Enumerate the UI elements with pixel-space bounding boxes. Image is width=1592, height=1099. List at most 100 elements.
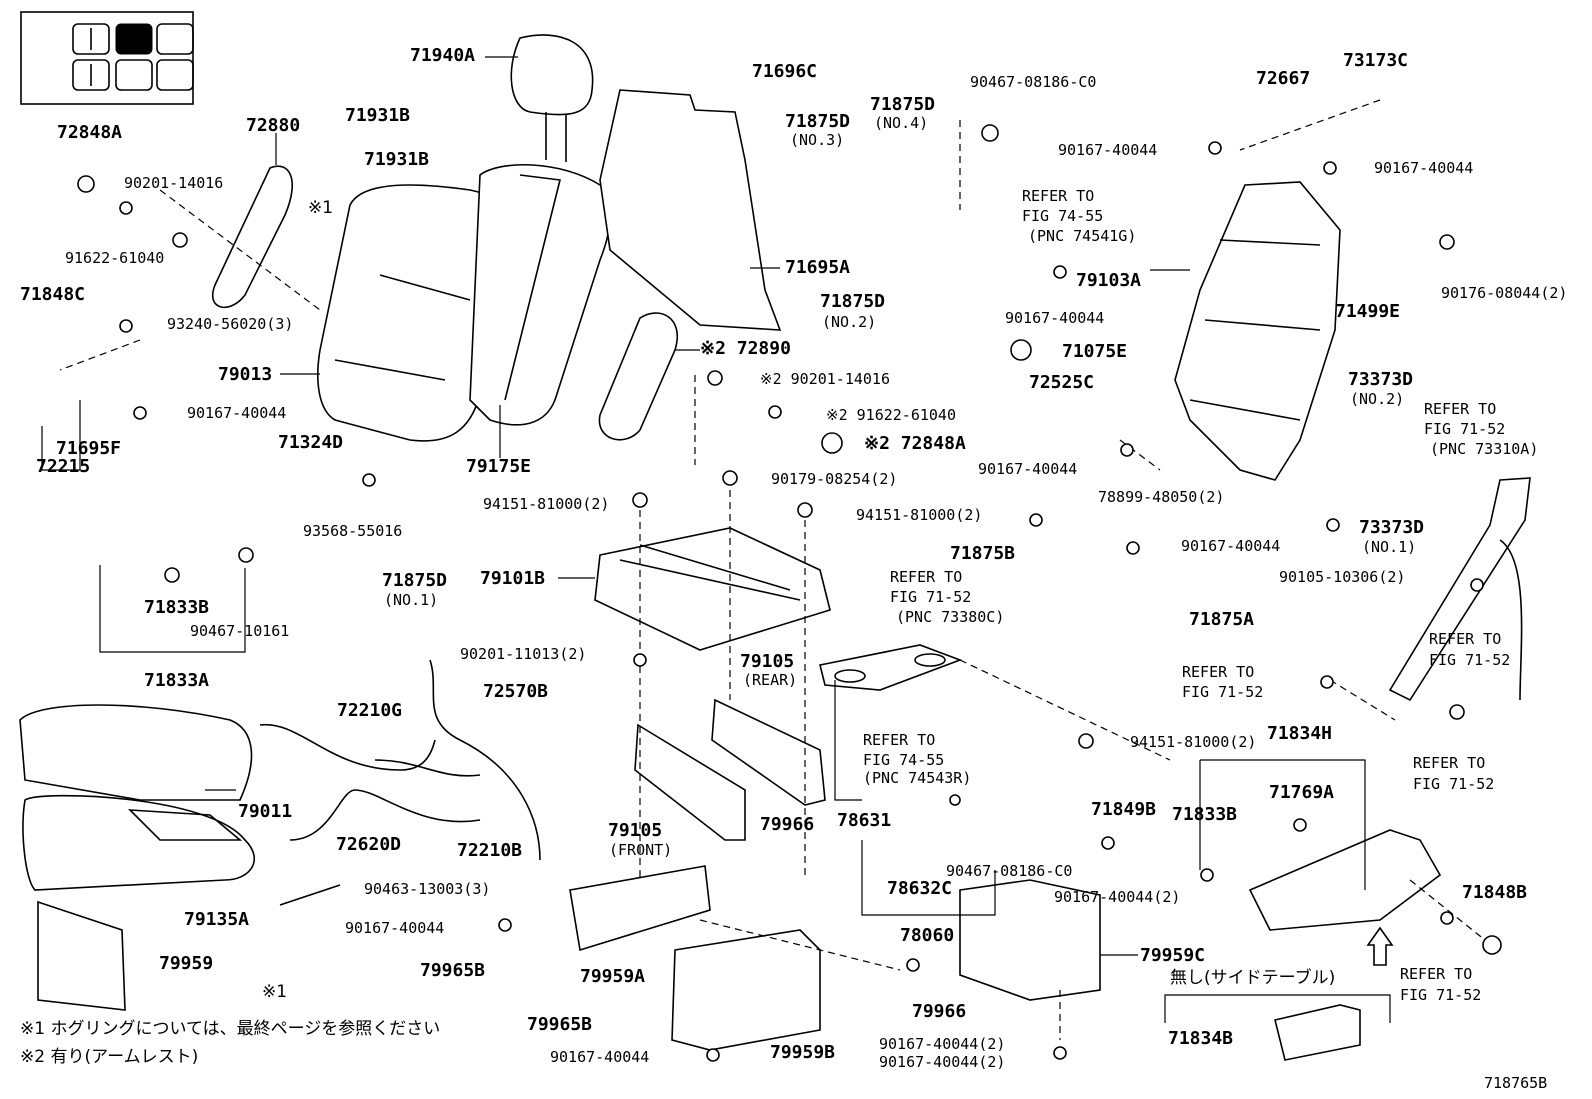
cables <box>259 659 541 906</box>
label-90167-40044-c: 90167-40044 <box>1005 309 1105 327</box>
label-no3: (NO.3) <box>790 131 845 149</box>
seat-frame-drawing <box>558 527 831 651</box>
side-cover-drawing <box>1199 759 1442 931</box>
seat-belt-drawing <box>1388 477 1531 702</box>
label-fig-71-52-f: FIG 71-52 <box>1400 986 1482 1004</box>
label-fig-71-52-b: FIG 71-52 <box>890 588 972 606</box>
side-shield-drawing <box>212 133 293 309</box>
cover-panel-a-drawing <box>569 865 711 952</box>
label-79965B-b: 79965B <box>527 1014 593 1035</box>
label-fig-74-55: FIG 74-55 <box>1022 207 1104 225</box>
seatback-frame-drawing <box>1150 181 1341 481</box>
label-94151-81000-c: 94151-81000(2) <box>1130 733 1257 751</box>
label-90467-08186-C0-b: 90467-08186-C0 <box>946 862 1073 880</box>
label-79013: 79013 <box>218 364 273 385</box>
label-72880: 72880 <box>246 115 301 136</box>
label-71324D: 71324D <box>278 432 344 453</box>
cushion-panel-drawing <box>37 900 126 1011</box>
label-79101B: 79101B <box>480 568 546 589</box>
headrest-drawing <box>485 34 594 162</box>
label-79966-a: 79966 <box>760 814 815 835</box>
label-no4: (NO.4) <box>874 114 929 132</box>
label-90463-13003: 90463-13003(3) <box>364 880 491 898</box>
label-90167-40044-f: 90167-40044 <box>1181 537 1281 555</box>
side-table-tray-drawing <box>819 644 963 691</box>
label-fig-71-52-c: FIG 71-52 <box>1182 683 1264 701</box>
label-72848A-2: ※2 72848A <box>864 433 966 454</box>
label-90176-08044: 90176-08044(2) <box>1441 284 1568 302</box>
label-73373D-no2: 73373D <box>1348 369 1414 390</box>
group-brackets <box>41 400 996 916</box>
label-front: (FRONT) <box>609 841 673 859</box>
label-71875D-no4: 71875D <box>870 94 936 115</box>
label-90167-40044: 90167-40044 <box>1058 141 1158 159</box>
legend-grid-icon <box>20 11 194 105</box>
label-fig-71-52-a: FIG 71-52 <box>1424 420 1506 438</box>
label-71875D-no3: 71875D <box>785 111 851 132</box>
label-72215: 72215 <box>36 456 91 477</box>
label-90467-10161: 90467-10161 <box>190 622 290 640</box>
label-78899-48050: 78899-48050(2) <box>1098 488 1225 506</box>
label-71875B: 71875B <box>950 543 1016 564</box>
back-board-drawing <box>599 89 782 331</box>
label-72848A: 72848A <box>57 122 123 143</box>
label-71696C: 71696C <box>752 61 818 82</box>
label-72570B: 72570B <box>483 681 549 702</box>
label-pnc-73380C: (PNC 73380C) <box>896 608 1005 626</box>
label-71833A: 71833A <box>144 670 210 691</box>
label-73373D-no1: 73373D <box>1359 517 1425 538</box>
label-78060: 78060 <box>900 925 955 946</box>
label-refer-71-52-f: REFER TO <box>1400 965 1473 983</box>
label-90167-40044-j: 90167-40044 <box>550 1048 650 1066</box>
label-72210B: 72210B <box>457 840 523 861</box>
label-90167-40044-e: 90167-40044 <box>978 460 1078 478</box>
label-90105-10306: 90105-10306(2) <box>1279 568 1406 586</box>
label-79959C: 79959C <box>1140 945 1206 966</box>
label-refer-71-52-a: REFER TO <box>1424 400 1497 418</box>
armrest-drawing <box>598 312 700 441</box>
label-71833B: 71833B <box>144 597 210 618</box>
fasteners <box>77 124 1502 1062</box>
label-71075E: 71075E <box>1062 341 1128 362</box>
label-72667: 72667 <box>1256 68 1311 89</box>
arrow-up-icon <box>1366 926 1394 966</box>
label-71695A: 71695A <box>785 257 851 278</box>
label-90179-08254: 90179-08254(2) <box>771 470 898 488</box>
label-79105-rear: 79105 <box>740 651 795 672</box>
label-79959A: 79959A <box>580 966 646 987</box>
label-refer-71-52-b: REFER TO <box>890 568 963 586</box>
label-79103A: 79103A <box>1076 270 1142 291</box>
label-90201-11013: 90201-11013(2) <box>460 645 587 663</box>
label-71849B: 71849B <box>1091 799 1157 820</box>
label-fig-74-55-b: FIG 74-55 <box>863 751 945 769</box>
label-79965B-a: 79965B <box>420 960 486 981</box>
label-fig-71-52-d: FIG 71-52 <box>1429 651 1511 669</box>
label-no2: (NO.2) <box>822 313 877 331</box>
label-90167-40044-b: 90167-40044 <box>1374 159 1474 177</box>
label-ref1-b: ※1 <box>262 982 288 1002</box>
label-71875A: 71875A <box>1189 609 1255 630</box>
label-90167-40044-i: 90167-40044(2) <box>879 1035 1006 1053</box>
label-no1: (NO.1) <box>384 591 439 609</box>
label-71833B-2: 71833B <box>1172 804 1238 825</box>
label-pnc-74543R: (PNC 74543R) <box>863 769 972 787</box>
label-93240-56020: 93240-56020(3) <box>167 315 294 333</box>
assembly-lines <box>59 99 1486 1040</box>
seatback-pad-drawing <box>469 163 611 458</box>
label-72525C: 72525C <box>1029 372 1095 393</box>
label-refer-74-55-b: REFER TO <box>863 731 936 749</box>
label-no2b: (NO.2) <box>1350 390 1405 408</box>
label-79011: 79011 <box>238 801 293 822</box>
label-94151-81000-b: 94151-81000(2) <box>856 506 983 524</box>
label-90201-14016: 90201-14016 <box>124 174 224 192</box>
label-79135A: 79135A <box>184 909 250 930</box>
label-78631: 78631 <box>837 810 892 831</box>
label-78632C: 78632C <box>887 878 953 899</box>
label-71875D-no2: 71875D <box>820 291 886 312</box>
label-90167-40044-d: 90167-40044 <box>187 404 287 422</box>
label-71834B: 71834B <box>1168 1028 1234 1049</box>
footnote-2: ※2 有り(アームレスト) <box>20 1047 199 1067</box>
label-79959B: 79959B <box>770 1042 836 1063</box>
label-90467-08186-C0: 90467-08186-C0 <box>970 73 1097 91</box>
